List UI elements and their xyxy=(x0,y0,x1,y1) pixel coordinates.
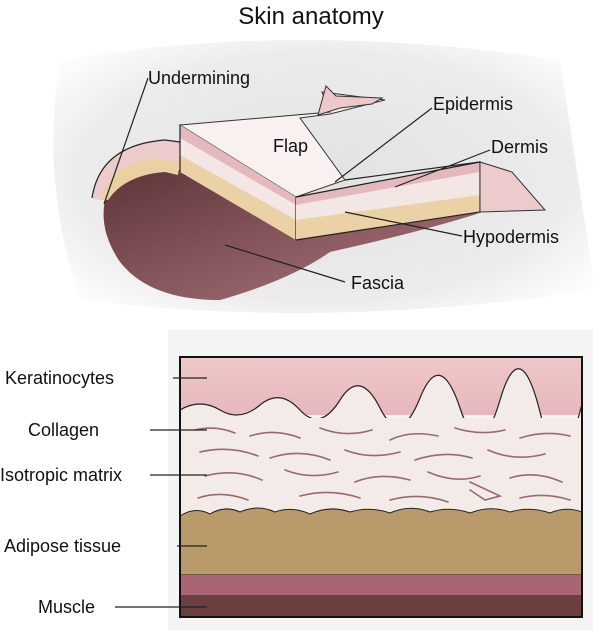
layer-dermis xyxy=(180,418,582,516)
flap-face-hypodermis xyxy=(180,155,296,240)
leader-undermining xyxy=(103,77,149,205)
label-hypodermis: Hypodermis xyxy=(463,227,559,247)
label-muscle: Muscle xyxy=(38,597,95,617)
flap-arrow-tip xyxy=(317,85,384,116)
cross-section-frame xyxy=(179,356,583,618)
leader-dermis xyxy=(394,149,491,188)
flap-face-epidermis xyxy=(180,125,296,205)
label-flap: Flap xyxy=(273,136,308,156)
label-keratinocytes: Keratinocytes xyxy=(5,368,114,388)
layer-muscle-upper xyxy=(180,575,582,595)
right-face-epidermis xyxy=(296,162,480,205)
cross-section: Keratinocytes Collagen Isotropic matrix … xyxy=(0,330,593,630)
figure-title: Skin anatomy xyxy=(238,3,383,30)
flap-face-dermis xyxy=(180,138,296,220)
label-collagen: Collagen xyxy=(28,420,99,440)
leader-hypodermis xyxy=(344,211,463,237)
hypodermis-edge-left xyxy=(100,158,180,200)
right-face-dermis xyxy=(296,172,480,220)
leader-epidermis xyxy=(334,107,433,183)
adipose-boundary xyxy=(179,507,583,576)
label-fascia: Fascia xyxy=(351,273,405,293)
label-epidermis: Epidermis xyxy=(433,94,513,114)
flap-diagram: Undermining Epidermis Flap Dermis Hypode… xyxy=(53,40,596,313)
epidermis-edge-left xyxy=(92,140,180,200)
label-dermis: Dermis xyxy=(491,137,548,157)
label-adipose-tissue: Adipose tissue xyxy=(4,536,121,556)
right-skin-end xyxy=(479,161,547,213)
leader-fascia xyxy=(224,244,346,283)
right-face-hypodermis xyxy=(296,195,480,240)
label-isotropic-matrix: Isotropic matrix xyxy=(0,465,122,485)
layer-muscle-lower xyxy=(180,595,582,617)
collagen-fibers xyxy=(194,427,571,503)
label-undermining: Undermining xyxy=(148,68,250,88)
